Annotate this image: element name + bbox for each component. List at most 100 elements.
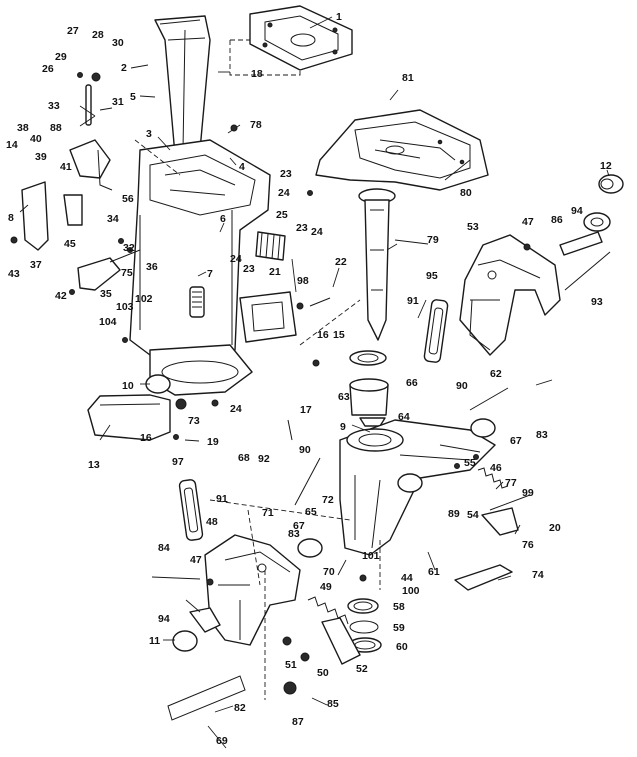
swivel-bracket [339,419,496,556]
callout-87: 87 [292,716,304,728]
callout-3: 3 [146,128,152,140]
callout-25: 25 [276,209,288,221]
callout-81: 81 [402,72,414,84]
thrust-bushing-set [349,350,389,427]
callout-62: 62 [490,368,502,380]
callout-42: 42 [55,290,67,302]
callout-31: 31 [112,96,124,108]
callout-4: 4 [239,161,245,173]
callout-9: 9 [340,421,346,433]
callout-30: 30 [112,37,124,49]
callout-1: 1 [336,11,342,23]
callout-102: 102 [135,293,153,305]
callout-41: 41 [60,161,72,173]
callout-54: 54 [467,509,479,521]
callout-52: 52 [356,663,368,675]
callout-63: 63 [338,391,350,403]
callout-21: 21 [269,266,281,278]
callout-53: 53 [467,221,479,233]
bolts-and-rods [151,251,611,721]
callout-104: 104 [99,316,117,328]
callout-75: 75 [121,267,133,279]
callout-24-c: 24 [311,226,323,238]
callout-91-b: 91 [216,493,228,505]
callout-32: 32 [123,242,135,254]
callout-72: 72 [322,494,334,506]
callout-90-a: 90 [456,380,468,392]
callout-67-b: 67 [293,520,305,532]
callout-37: 37 [30,259,42,271]
callout-71: 71 [262,507,274,519]
callout-92: 92 [258,453,270,465]
callout-18: 18 [251,68,263,80]
callout-90-b: 90 [299,444,311,456]
callout-82: 82 [234,702,246,714]
callout-51: 51 [285,659,297,671]
callout-14: 14 [6,139,18,151]
callout-77: 77 [505,477,517,489]
exhaust-housing [129,15,271,396]
callout-64: 64 [398,411,410,423]
callout-101: 101 [362,550,380,562]
callout-93: 93 [591,296,603,308]
callout-61: 61 [428,566,440,578]
callout-84: 84 [158,542,170,554]
callout-20: 20 [549,522,561,534]
callout-8: 8 [8,212,14,224]
callout-labels: 1 2 3 4 5 6 7 8 9 10 11 12 13 14 15 16 1… [6,11,612,747]
small-fasteners [10,72,531,695]
callout-74: 74 [532,569,544,581]
callout-103: 103 [116,301,134,313]
callout-16-top: 16 [317,329,329,341]
callout-95: 95 [426,270,438,282]
callout-60: 60 [396,641,408,653]
tilt-clamp [77,249,141,291]
callout-23-b: 23 [243,263,255,275]
callout-33: 33 [48,100,60,112]
callout-45: 45 [64,238,76,250]
callout-83-a: 83 [536,429,548,441]
callout-67-a: 67 [510,435,522,447]
callout-79: 79 [427,234,439,246]
callout-65: 65 [305,506,317,518]
callout-76: 76 [522,539,534,551]
callout-59: 59 [393,622,405,634]
callout-16-bottom: 16 [140,432,152,444]
stern-bracket-right [459,234,561,356]
callout-12: 12 [600,160,612,172]
leader-lines [19,16,610,749]
callout-15: 15 [333,329,345,341]
callout-24-d: 24 [230,403,242,415]
stern-bracket-left [204,534,301,646]
callout-39: 39 [35,151,47,163]
callout-13: 13 [88,459,100,471]
callout-6: 6 [220,213,226,225]
callout-23-c: 23 [296,222,308,234]
callout-55: 55 [464,457,476,469]
callout-80: 80 [460,187,472,199]
callout-98: 98 [297,275,309,287]
callout-17: 17 [300,404,312,416]
side-plate [239,291,297,343]
callout-19: 19 [207,436,219,448]
callout-23-a: 23 [280,168,292,180]
pins [85,84,113,126]
callout-44: 44 [401,572,413,584]
callout-7: 7 [207,268,213,280]
callout-78: 78 [250,119,262,131]
callout-88: 88 [50,122,62,134]
springs [255,231,509,625]
callout-66: 66 [406,377,418,389]
callout-28: 28 [92,29,104,41]
callout-97: 97 [172,456,184,468]
callout-86: 86 [551,214,563,226]
callout-99: 99 [522,487,534,499]
callout-38: 38 [17,122,29,134]
tilt-lever-assembly [21,139,113,251]
alignment-lines [134,139,381,700]
callout-40: 40 [30,133,42,145]
callout-73: 73 [188,415,200,427]
callout-47-b: 47 [190,554,202,566]
